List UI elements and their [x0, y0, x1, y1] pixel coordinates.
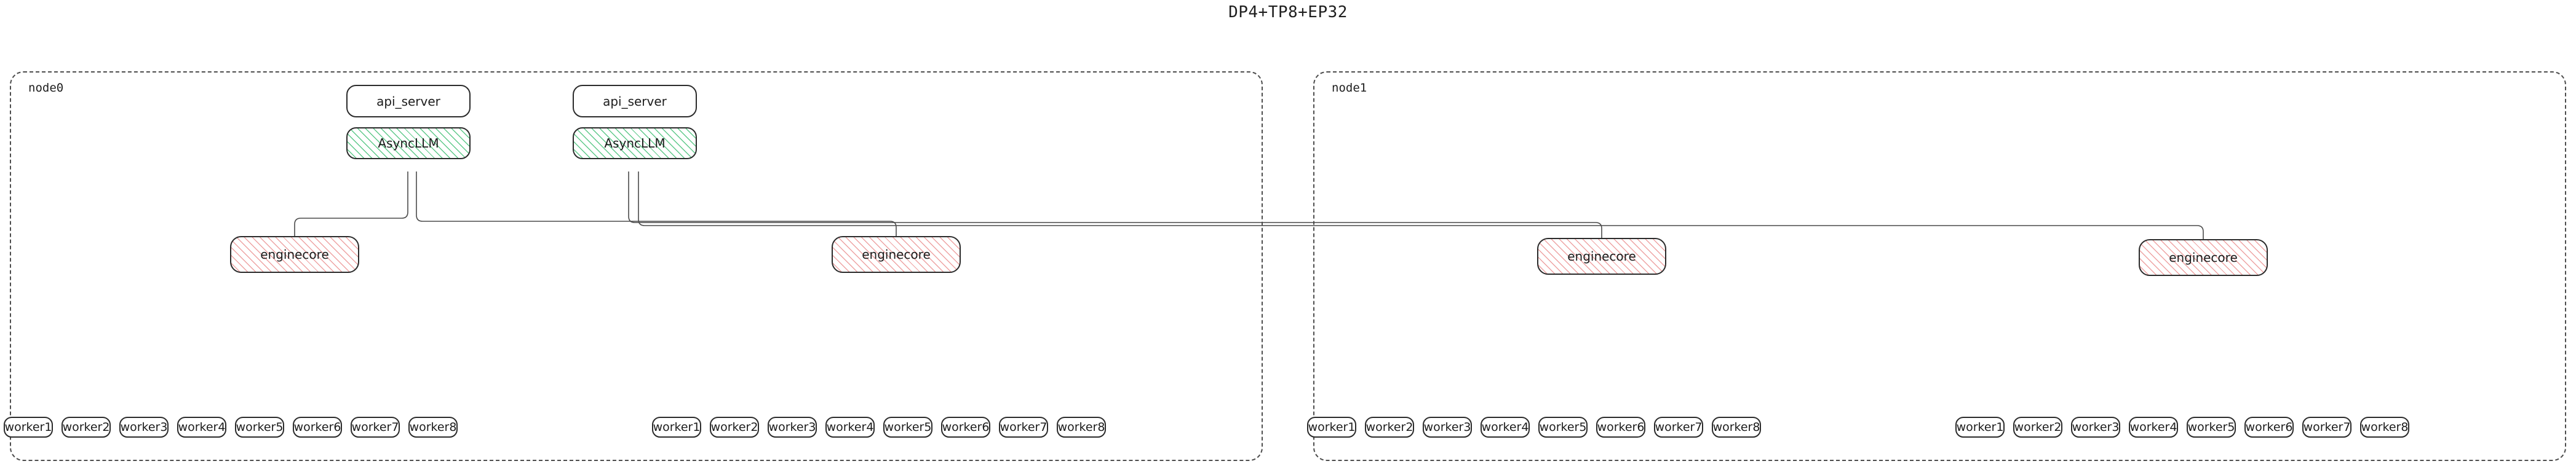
enginecore-label: enginecore	[862, 247, 931, 262]
worker-box-node1-g1-7[interactable]: worker7	[2302, 417, 2351, 438]
worker-label: worker6	[2245, 420, 2293, 434]
worker-box-node0-g0-4[interactable]: worker4	[177, 417, 226, 438]
worker-label: worker1	[1956, 420, 2004, 434]
worker-label: worker5	[2187, 420, 2235, 434]
worker-box-node1-g1-3[interactable]: worker3	[2071, 417, 2120, 438]
worker-box-node0-g0-8[interactable]: worker8	[408, 417, 458, 438]
worker-box-node1-g0-4[interactable]: worker4	[1481, 417, 1530, 438]
enginecore-box-node1-1[interactable]: enginecore	[2139, 239, 2268, 276]
page-title: DP4+TP8+EP32	[1228, 3, 1348, 22]
worker-label: worker2	[710, 420, 758, 434]
worker-label: worker1	[4, 420, 52, 434]
worker-label: worker7	[351, 420, 399, 434]
worker-label: worker8	[2361, 420, 2409, 434]
worker-label: worker4	[826, 420, 874, 434]
worker-label: worker2	[2014, 420, 2062, 434]
worker-label: worker7	[2303, 420, 2351, 434]
node-container-node0: node0	[10, 71, 1263, 461]
worker-box-node1-g0-6[interactable]: worker6	[1596, 417, 1645, 438]
worker-box-node0-g1-2[interactable]: worker2	[710, 417, 759, 438]
worker-label: worker3	[768, 420, 816, 434]
worker-box-node0-g0-2[interactable]: worker2	[62, 417, 111, 438]
worker-box-node1-g0-1[interactable]: worker1	[1307, 417, 1356, 438]
worker-label: worker4	[178, 420, 226, 434]
enginecore-label: enginecore	[2169, 250, 2238, 265]
enginecore-box-node0-1[interactable]: enginecore	[832, 236, 961, 273]
asyncllm-label: AsyncLLM	[604, 136, 666, 151]
worker-label: worker4	[1481, 420, 1529, 434]
worker-label: worker7	[1655, 420, 1703, 434]
worker-box-node0-g1-1[interactable]: worker1	[652, 417, 701, 438]
enginecore-box-node1-0[interactable]: enginecore	[1537, 238, 1666, 275]
worker-label: worker1	[1308, 420, 1356, 434]
worker-label: worker5	[884, 420, 932, 434]
worker-label: worker3	[120, 420, 168, 434]
worker-box-node0-g1-5[interactable]: worker5	[883, 417, 932, 438]
worker-box-node0-g0-5[interactable]: worker5	[235, 417, 284, 438]
worker-box-node1-g1-5[interactable]: worker5	[2187, 417, 2236, 438]
worker-label: worker3	[2072, 420, 2120, 434]
worker-box-node0-g0-3[interactable]: worker3	[119, 417, 169, 438]
worker-box-node0-g1-7[interactable]: worker7	[999, 417, 1048, 438]
worker-label: worker2	[1366, 420, 1413, 434]
node-label-node1: node1	[1332, 81, 1367, 95]
worker-box-node1-g0-8[interactable]: worker8	[1712, 417, 1761, 438]
api-server-label: api_server	[603, 93, 667, 109]
worker-box-node0-g0-7[interactable]: worker7	[351, 417, 400, 438]
asyncllm-label: AsyncLLM	[378, 136, 439, 151]
worker-box-node1-g1-8[interactable]: worker8	[2360, 417, 2409, 438]
worker-box-node1-g0-2[interactable]: worker2	[1365, 417, 1414, 438]
worker-box-node1-g1-2[interactable]: worker2	[2013, 417, 2062, 438]
worker-box-node1-g0-5[interactable]: worker5	[1538, 417, 1588, 438]
worker-box-node1-g0-3[interactable]: worker3	[1423, 417, 1472, 438]
enginecore-box-node0-0[interactable]: enginecore	[230, 236, 359, 273]
worker-label: worker6	[942, 420, 990, 434]
worker-label: worker6	[293, 420, 341, 434]
worker-label: worker8	[409, 420, 457, 434]
api-server-label: api_server	[376, 93, 440, 109]
worker-box-node0-g1-3[interactable]: worker3	[768, 417, 817, 438]
worker-box-node0-g0-6[interactable]: worker6	[293, 417, 342, 438]
asyncllm-box-1[interactable]: AsyncLLM	[573, 127, 697, 159]
worker-label: worker2	[62, 420, 110, 434]
enginecore-label: enginecore	[1567, 249, 1636, 264]
worker-label: worker4	[2129, 420, 2177, 434]
worker-box-node1-g1-1[interactable]: worker1	[1955, 417, 2005, 438]
worker-label: worker5	[1539, 420, 1587, 434]
worker-label: worker6	[1597, 420, 1645, 434]
api-server-box-1[interactable]: api_server	[573, 85, 697, 117]
worker-label: worker8	[1057, 420, 1105, 434]
worker-label: worker8	[1712, 420, 1760, 434]
api-server-box-0[interactable]: api_server	[346, 85, 471, 117]
worker-label: worker3	[1423, 420, 1471, 434]
asyncllm-box-0[interactable]: AsyncLLM	[346, 127, 471, 159]
enginecore-label: enginecore	[260, 247, 329, 262]
worker-box-node1-g1-6[interactable]: worker6	[2244, 417, 2294, 438]
worker-box-node0-g1-4[interactable]: worker4	[825, 417, 875, 438]
worker-label: worker5	[236, 420, 284, 434]
node-label-node0: node0	[28, 81, 64, 95]
worker-box-node1-g0-7[interactable]: worker7	[1654, 417, 1703, 438]
node-container-node1: node1	[1313, 71, 2566, 461]
worker-label: worker1	[653, 420, 701, 434]
worker-box-node0-g0-1[interactable]: worker1	[4, 417, 53, 438]
worker-box-node0-g1-6[interactable]: worker6	[941, 417, 990, 438]
worker-box-node0-g1-8[interactable]: worker8	[1057, 417, 1106, 438]
worker-box-node1-g1-4[interactable]: worker4	[2129, 417, 2178, 438]
worker-label: worker7	[1000, 420, 1047, 434]
